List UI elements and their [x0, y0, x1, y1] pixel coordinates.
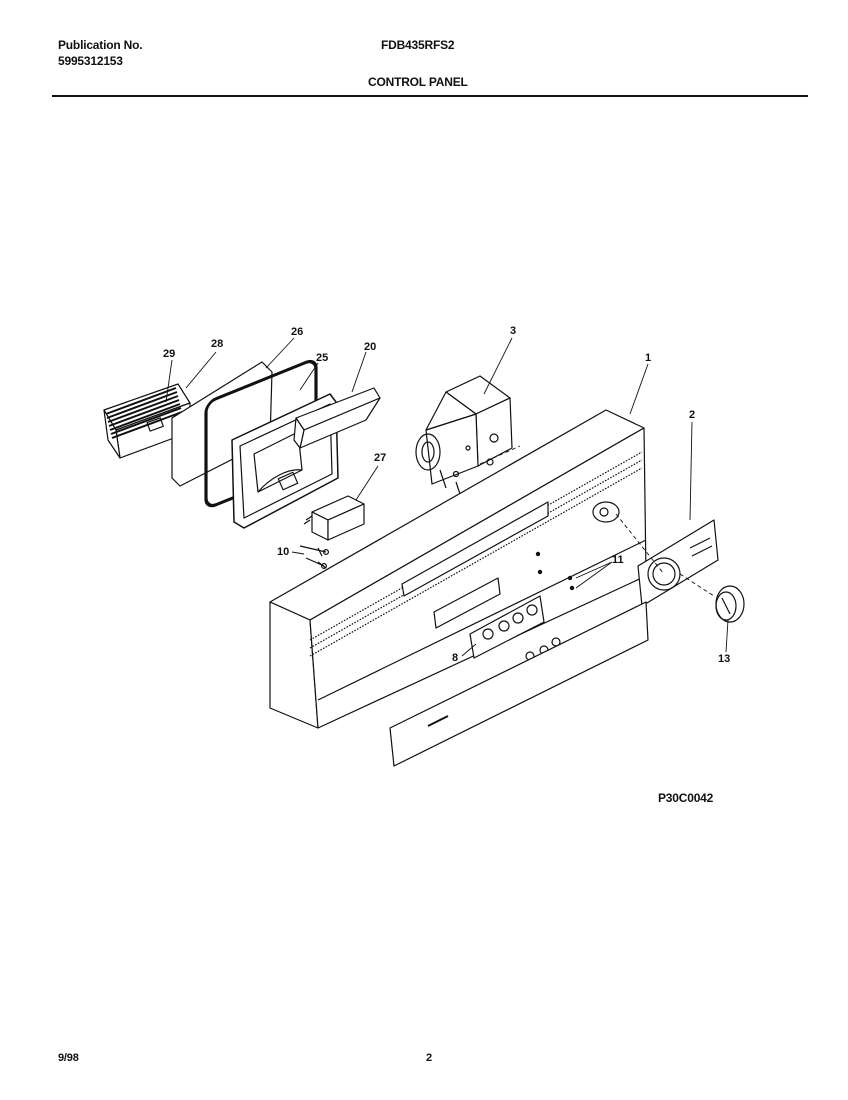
section-title: CONTROL PANEL [368, 75, 468, 89]
callout-20: 20 [364, 341, 377, 353]
callout-27: 27 [374, 452, 387, 464]
callout-25: 25 [316, 352, 329, 364]
part-2-overlay [637, 519, 719, 607]
footer-date: 9/98 [58, 1052, 79, 1064]
part-1-panel [269, 409, 647, 729]
page-number: 2 [426, 1052, 432, 1064]
part-13-knob [715, 585, 745, 623]
callout-26: 26 [291, 326, 304, 338]
callout-8: 8 [452, 652, 459, 664]
callout-2: 2 [689, 409, 696, 421]
part-20-cover [293, 387, 381, 449]
callout-29: 29 [163, 348, 176, 360]
figure-code: P30C0042 [658, 791, 714, 805]
part-3-timer [415, 375, 513, 495]
part-27-module [303, 495, 365, 541]
callout-28: 28 [211, 338, 224, 350]
part-29-vent [103, 383, 191, 459]
model-number: FDB435RFS2 [381, 38, 455, 52]
publication-number: 5995312153 [58, 54, 123, 68]
part-10-screws [299, 545, 330, 569]
lower-trim-strip [389, 601, 649, 767]
header-rule [52, 95, 808, 97]
callout-11: 11 [612, 554, 624, 566]
callout-3: 3 [510, 325, 517, 337]
callout-1: 1 [645, 352, 652, 364]
callout-10: 10 [277, 546, 290, 558]
callout-13: 13 [718, 653, 731, 665]
publication-label: Publication No. [58, 38, 143, 52]
